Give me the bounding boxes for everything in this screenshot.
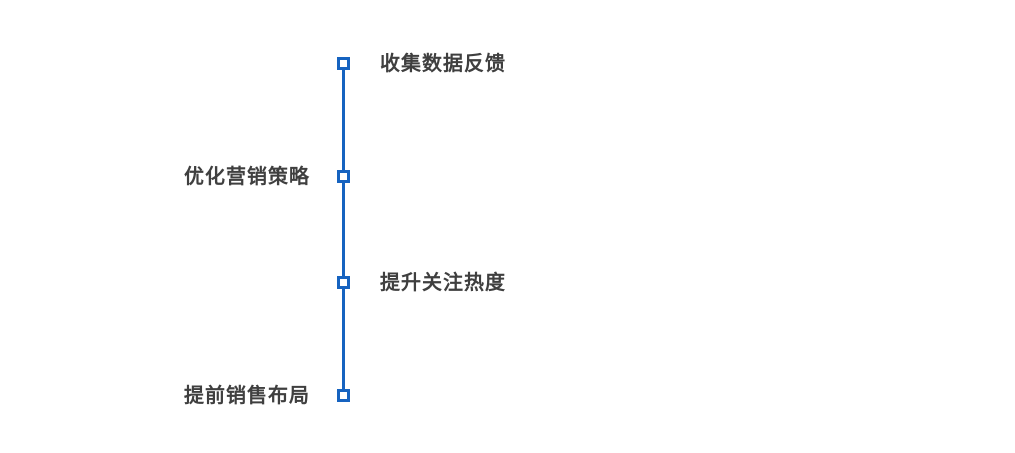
timeline-line — [342, 64, 345, 396]
timeline-node-marker-1 — [337, 57, 350, 70]
timeline-node-label-2: 优化营销策略 — [184, 166, 310, 188]
timeline-node-label-1: 收集数据反馈 — [380, 53, 506, 75]
timeline-node-label-3: 提升关注热度 — [380, 272, 506, 294]
timeline-node-marker-2 — [337, 170, 350, 183]
timeline-node-marker-4 — [337, 389, 350, 402]
timeline-node-marker-3 — [337, 276, 350, 289]
timeline-node-label-4: 提前销售布局 — [184, 385, 310, 407]
